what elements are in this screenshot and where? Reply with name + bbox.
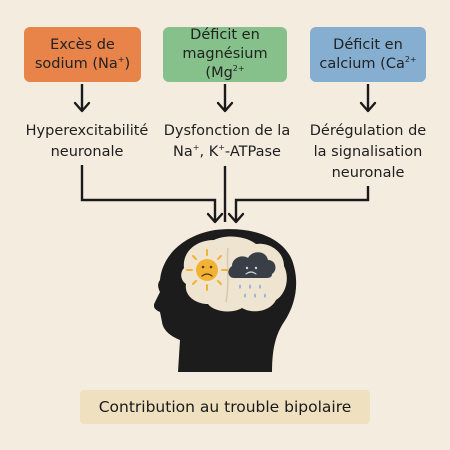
magnesium-box-line1: Déficit en bbox=[190, 27, 260, 43]
effect-2-na-charge: + bbox=[192, 143, 200, 152]
down-arrow-icon bbox=[216, 84, 234, 113]
magnesium-box-line2: magnésium (Mg bbox=[182, 46, 268, 81]
effect-2-na: Na bbox=[173, 144, 193, 160]
connector-left bbox=[80, 165, 224, 224]
sodium-box-line2: sodium (Na bbox=[34, 55, 118, 72]
effect-2-k: , K bbox=[199, 144, 219, 160]
down-arrow-icon bbox=[359, 84, 377, 113]
sad-sun-icon bbox=[186, 249, 228, 291]
effect-3-line2: la signalisation bbox=[313, 144, 423, 160]
calcium-charge: 2+ bbox=[404, 54, 417, 64]
sad-rain-cloud-icon bbox=[228, 252, 276, 298]
effect-2-atpase: -ATPase bbox=[224, 144, 281, 160]
down-arrow-icon bbox=[73, 84, 91, 113]
calcium-deficit-box: Déficit en calcium (Ca2+ bbox=[310, 27, 426, 82]
sodium-excess-box: Excès de sodium (Na+) bbox=[24, 27, 141, 82]
effect-hyperexcitability: Hyperexcitabilité neuronale bbox=[14, 121, 160, 163]
result-label: Contribution au trouble bipolaire bbox=[98, 398, 352, 416]
sodium-box-line1: Excès de bbox=[50, 36, 115, 53]
magnesium-charge: 2+ bbox=[232, 64, 245, 73]
effect-3-line3: neuronale bbox=[331, 165, 405, 181]
effect-1-line1: Hyperexcitabilité bbox=[25, 123, 149, 139]
effect-2-k-charge: + bbox=[218, 143, 225, 152]
sodium-charge: + bbox=[117, 54, 125, 64]
effect-2-line1: Dysfonction de la bbox=[163, 123, 291, 139]
effect-atpase-dysfunction: Dysfonction de la Na+, K+-ATPase bbox=[158, 121, 296, 163]
bipolar-contribution-box: Contribution au trouble bipolaire bbox=[80, 390, 370, 424]
calcium-box-line1: Déficit en bbox=[333, 36, 403, 53]
effect-signaling-dysregulation: Dérégulation de la signalisation neurona… bbox=[303, 121, 433, 184]
effect-3-line1: Dérégulation de bbox=[309, 123, 427, 139]
connector-right bbox=[227, 186, 370, 224]
sodium-box-tail: ) bbox=[124, 55, 131, 72]
magnesium-deficit-box: Déficit en magnésium (Mg2+ bbox=[163, 27, 287, 82]
effect-1-line2: neuronale bbox=[50, 144, 124, 160]
calcium-box-line2: calcium (Ca bbox=[319, 55, 405, 72]
